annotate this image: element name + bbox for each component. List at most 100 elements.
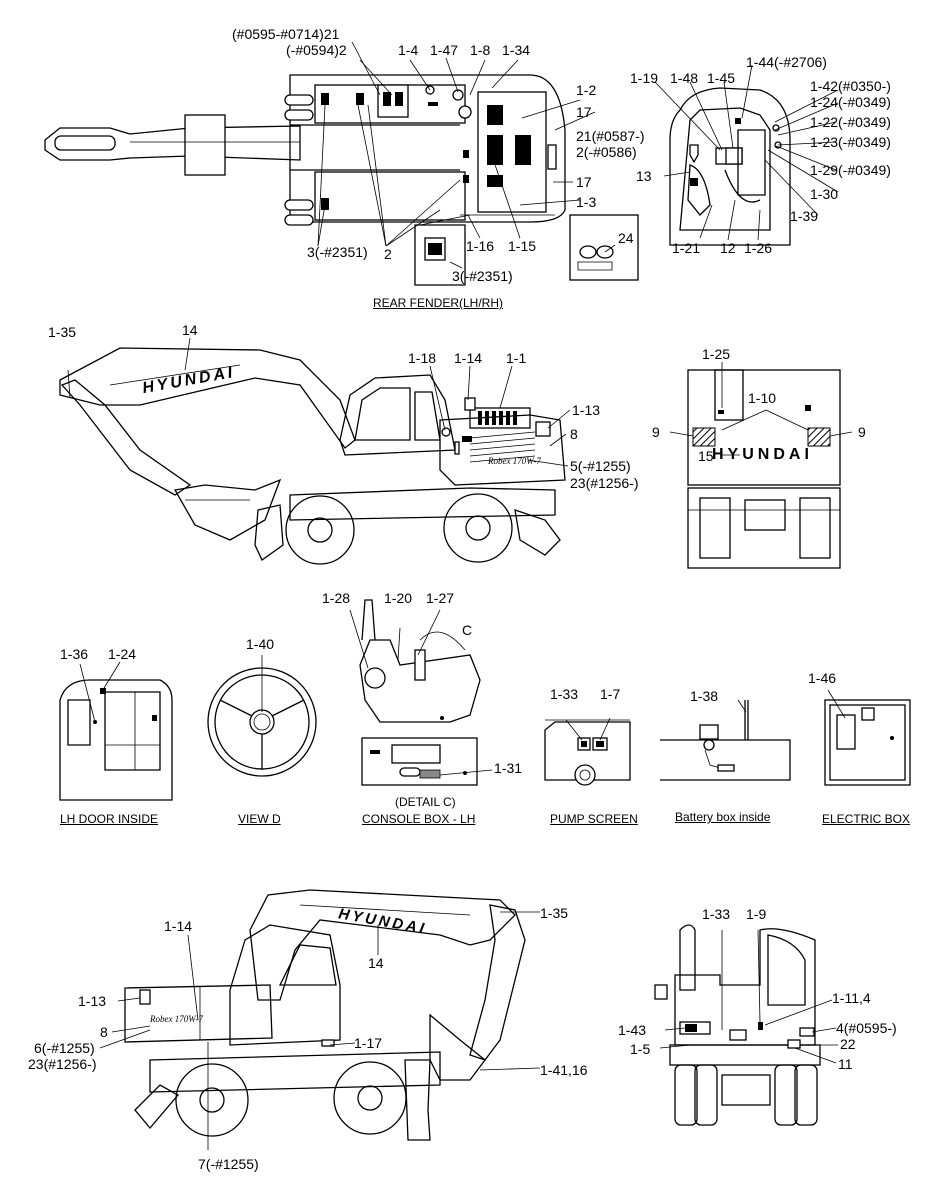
callout-23-side: 23(#1256-) <box>570 475 639 491</box>
callout-22: 22 <box>840 1036 856 1052</box>
callout-1-43: 1-43 <box>618 1022 647 1038</box>
cab-interior-view <box>654 64 839 246</box>
callout-8-front: 8 <box>100 1024 108 1040</box>
callout-8-side: 8 <box>570 426 578 442</box>
callout-1-29: 1-29(-#0349) <box>810 162 891 178</box>
callout-1-18: 1-18 <box>408 350 437 366</box>
callout-1-44: 1-44(-#2706) <box>746 54 827 70</box>
callout-1-14-side: 1-14 <box>454 350 483 366</box>
electric-box-view <box>824 689 911 786</box>
callout-1-38: 1-38 <box>690 688 719 704</box>
callout-14-front: 14 <box>368 955 384 971</box>
lh-door-inside-view <box>59 661 173 801</box>
callout-1-11-4: 1-11,4 <box>832 990 871 1006</box>
callout-1-21: 1-21 <box>672 240 701 256</box>
callout-1-39: 1-39 <box>790 208 819 224</box>
callout-1-42: 1-42(#0350-) <box>810 78 891 94</box>
callout-1-33-pump: 1-33 <box>550 686 579 702</box>
callout-1-4: 1-4 <box>398 42 419 58</box>
callout-1-24-door: 1-24 <box>108 646 137 662</box>
callout-1-28: 1-28 <box>322 590 351 606</box>
callout-3-serial-a: 3(-#2351) <box>307 244 368 260</box>
battery-box-view <box>660 699 791 781</box>
model-script-side: Robex 170W-7 <box>488 456 541 466</box>
callout-1-36: 1-36 <box>60 646 89 662</box>
rear-fender-detail <box>414 214 639 286</box>
section-view-d: VIEW D <box>238 812 281 826</box>
callout-5: 5(-#1255) <box>570 458 631 474</box>
callout-1-13-side: 1-13 <box>572 402 601 418</box>
callout-1-9: 1-9 <box>746 906 767 922</box>
callout-1-35-front: 1-35 <box>540 905 569 921</box>
section-detail-c: (DETAIL C) <box>395 795 456 809</box>
callout-3-serial-b: 3(-#2351) <box>452 268 513 284</box>
callout-1-5: 1-5 <box>630 1041 651 1057</box>
section-battery-box: Battery box inside <box>675 810 771 824</box>
callout-1-34: 1-34 <box>502 42 531 58</box>
callout-4-serial: 4(#0595-) <box>836 1020 897 1036</box>
callout-7: 7(-#1255) <box>198 1156 259 1172</box>
side-view-excavator <box>59 337 571 565</box>
callout-1-27: 1-27 <box>426 590 455 606</box>
callout-1-7: 1-7 <box>600 686 621 702</box>
callout-23-front: 23(#1256-) <box>28 1056 97 1072</box>
rear-view-machine <box>669 362 853 569</box>
callout-21-serial: 21(#0587-) <box>576 128 645 144</box>
front-view-machine <box>654 924 838 1126</box>
model-script-front: Robex 170W-7 <box>150 1014 203 1024</box>
callout-1-25: 1-25 <box>702 346 731 362</box>
callout-1-2: 1-2 <box>576 82 597 98</box>
console-box-view <box>349 599 493 786</box>
callout-1-35-side: 1-35 <box>48 324 77 340</box>
callout-11: 11 <box>838 1056 853 1072</box>
rear-brand-lettering: HYUNDAI <box>712 446 813 463</box>
section-electric-box: ELECTRIC BOX <box>822 812 911 826</box>
callout-1-8: 1-8 <box>470 42 491 58</box>
callout-1-10: 1-10 <box>748 390 777 406</box>
section-rear-fender: REAR FENDER(LH/RH) <box>373 296 504 310</box>
top-view-machine <box>44 41 596 247</box>
callout-1-3: 1-3 <box>576 194 597 210</box>
callout-1-40: 1-40 <box>246 636 275 652</box>
section-console-box: CONSOLE BOX - LH <box>362 812 476 826</box>
callout-13: 13 <box>636 168 652 184</box>
callout-1-24-cab: 1-24(-#0349) <box>810 94 891 110</box>
callout-1-26: 1-26 <box>744 240 773 256</box>
callout-1-47: 1-47 <box>430 42 459 58</box>
callout-1-48: 1-48 <box>670 70 699 86</box>
callout-1-1: 1-1 <box>506 350 527 366</box>
callout-12: 12 <box>720 240 736 256</box>
callout-1-13-front: 1-13 <box>78 993 107 1009</box>
callout-14-side: 14 <box>182 322 198 338</box>
callout-15: 15 <box>698 448 714 464</box>
callout-1-45: 1-45 <box>707 70 736 86</box>
callout-1-46: 1-46 <box>808 670 837 686</box>
callout-6: 6(-#1255) <box>34 1040 95 1056</box>
callout-17-lower: 17 <box>576 174 592 190</box>
callout-c: C <box>462 622 473 638</box>
callout-17-upper: 17 <box>576 104 592 120</box>
callout-2-range: (-#0594)2 <box>286 42 347 58</box>
callout-2-lower: 2 <box>384 246 392 262</box>
callout-9-right: 9 <box>858 424 866 440</box>
callout-1-16: 1-16 <box>466 238 495 254</box>
callout-24: 24 <box>618 230 634 246</box>
callout-1-22: 1-22(-#0349) <box>810 114 891 130</box>
callout-9-left: 9 <box>652 424 660 440</box>
callout-1-14-front: 1-14 <box>164 918 193 934</box>
pump-screen-view <box>544 717 631 786</box>
section-pump-screen: PUMP SCREEN <box>550 812 638 826</box>
steering-wheel-view <box>207 655 317 777</box>
callout-1-30: 1-30 <box>810 186 839 202</box>
callout-1-33-rear: 1-33 <box>702 906 731 922</box>
callout-2-serial: 2(-#0586) <box>576 144 637 160</box>
callout-21-range: (#0595-#0714)21 <box>232 26 340 42</box>
callout-1-15: 1-15 <box>508 238 537 254</box>
callout-1-19: 1-19 <box>630 70 659 86</box>
callout-1-17: 1-17 <box>354 1035 383 1051</box>
callout-1-20: 1-20 <box>384 590 413 606</box>
callout-1-41: 1-41,16 <box>540 1062 588 1078</box>
section-lh-door-inside: LH DOOR INSIDE <box>60 812 159 826</box>
